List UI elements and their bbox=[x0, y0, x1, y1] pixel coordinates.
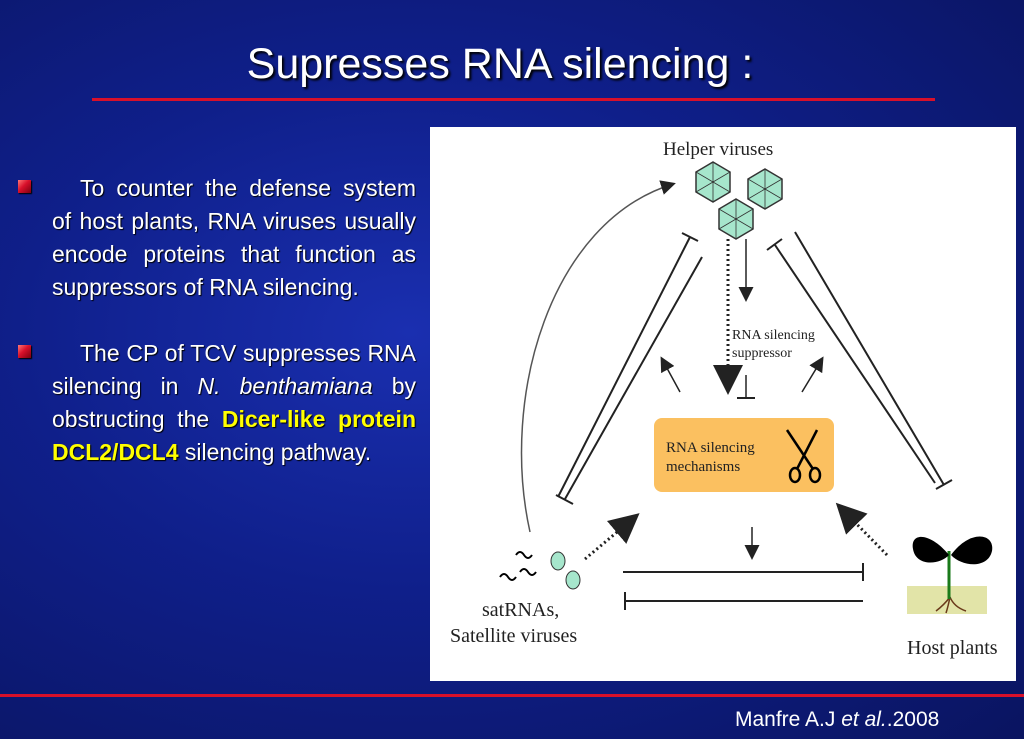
inhibition-line bbox=[774, 244, 936, 484]
satellite-viruses-label: Satellite viruses bbox=[450, 625, 578, 647]
bullet-marker-icon bbox=[18, 180, 31, 193]
slide-title: Supresses RNA silencing : bbox=[246, 40, 754, 88]
bullet-item: The CP of TCV suppresses RNA silencing i… bbox=[18, 337, 416, 469]
dotted-arrow bbox=[584, 513, 640, 561]
bullet-item: To counter the defense system of host pl… bbox=[18, 172, 416, 304]
curved-arrow bbox=[520, 180, 676, 533]
highlighted-protein: Dicer-like protein DCL2/DCL4 bbox=[52, 406, 416, 465]
inhibition-line bbox=[557, 236, 691, 498]
citation-author: Manfre A.J bbox=[735, 708, 842, 731]
species-name: N. benthamiana bbox=[197, 373, 373, 399]
inhibition-line bbox=[564, 256, 703, 500]
silencing-diagram bbox=[499, 161, 993, 614]
bullet-text-part: by obstructing the bbox=[52, 373, 416, 432]
satrna-icon bbox=[499, 551, 537, 581]
bottom-divider bbox=[0, 694, 1024, 697]
small-arrow bbox=[801, 356, 824, 393]
bullet-text-part: silencing pathway. bbox=[178, 439, 372, 465]
satellite-virus-icon bbox=[565, 570, 581, 590]
plant-icon bbox=[907, 536, 993, 614]
virus-icon bbox=[747, 168, 783, 210]
suppressor-label: RNA silencing suppressor bbox=[732, 328, 815, 361]
citation-year: .2008 bbox=[886, 708, 940, 731]
diagram-panel: Helper viruses RNA silencing suppressor … bbox=[430, 127, 1016, 681]
dotted-arrow bbox=[835, 502, 889, 557]
citation-etal: et al. bbox=[841, 708, 887, 731]
bullet-marker-icon bbox=[18, 345, 31, 358]
small-arrow bbox=[660, 356, 681, 393]
scissors-icon bbox=[785, 429, 822, 484]
mechanisms-label: RNA silencing mechanisms bbox=[666, 440, 755, 475]
host-plants-label: Host plants bbox=[907, 637, 998, 659]
bullet-list: To counter the defense system of host pl… bbox=[18, 172, 416, 502]
inhibition-line bbox=[794, 231, 945, 486]
virus-icon bbox=[695, 161, 731, 203]
virus-icon bbox=[718, 198, 754, 240]
bullet-text: To counter the defense system of host pl… bbox=[52, 175, 416, 300]
helper-viruses-label: Helper viruses bbox=[663, 139, 774, 160]
title-divider bbox=[92, 98, 935, 101]
citation: Manfre A.J et al..2008 bbox=[735, 708, 939, 732]
bullet-text-part: The CP of TCV suppresses RNA silencing i… bbox=[52, 340, 416, 399]
satellite-virus-icon bbox=[550, 551, 566, 571]
satrnas-label: satRNAs, bbox=[482, 599, 560, 621]
